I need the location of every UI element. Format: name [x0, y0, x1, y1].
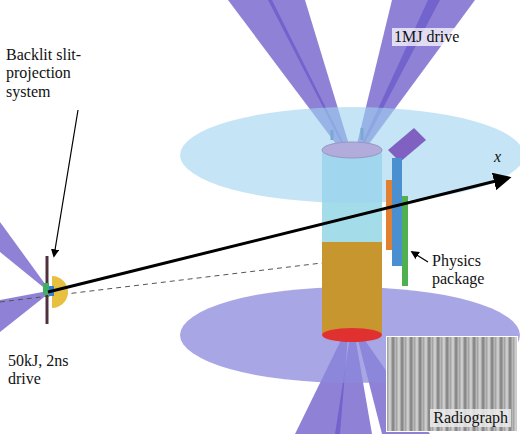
package-label: Physics package: [432, 252, 504, 289]
system-label: Backlit slit-projection system: [6, 46, 118, 101]
beam-axis: [48, 178, 508, 292]
axis-label: x: [494, 148, 501, 166]
dashed-line: [0, 262, 330, 302]
radiograph-inset: Radiograph: [386, 336, 518, 432]
drive-label: 1MJ drive: [392, 28, 461, 46]
leader-line: [54, 110, 78, 256]
leader-line: [412, 252, 428, 262]
drive-label: 50kJ, 2ns drive: [8, 352, 84, 389]
inset-label: Radiograph: [430, 409, 511, 427]
